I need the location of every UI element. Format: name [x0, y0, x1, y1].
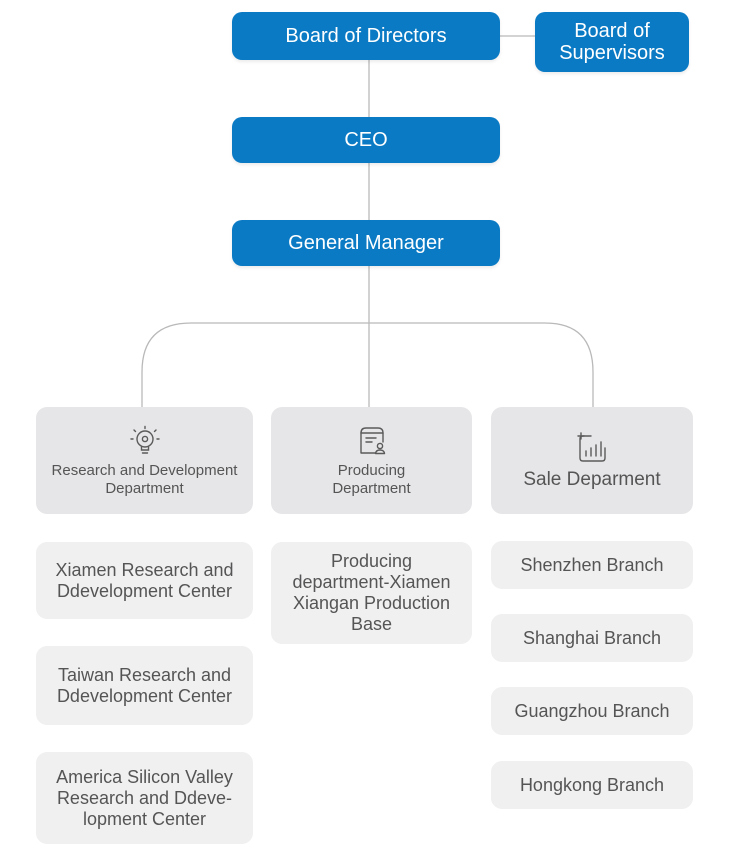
general-manager-box: General Manager — [232, 220, 500, 266]
xiamen-research-center-label: Xiamen Research and Ddevelopment Center — [55, 559, 234, 601]
taiwan-research-center-label: Taiwan Research and Ddevelopment Center — [56, 664, 233, 706]
america-research-center-label: America Silicon Valley Research and Ddev… — [56, 766, 233, 829]
sale-department-label: Sale Deparment — [523, 468, 661, 490]
america-research-center-box: America Silicon Valley Research and Ddev… — [36, 752, 253, 844]
producing-department-box: Producing Department — [271, 407, 472, 514]
board-of-directors-label: Board of Directors — [285, 25, 447, 47]
sales-chart-icon — [577, 431, 606, 462]
shenzhen-branch-box: Shenzhen Branch — [491, 541, 693, 589]
shanghai-branch-label: Shanghai Branch — [522, 627, 662, 648]
board-of-directors-box: Board of Directors — [232, 12, 500, 60]
research-department-label: Research and Development Department — [51, 461, 238, 497]
shanghai-branch-box: Shanghai Branch — [491, 614, 693, 662]
guangzhou-branch-box: Guangzhou Branch — [491, 687, 693, 735]
lightbulb-icon — [129, 425, 160, 454]
research-department-box: Research and Development Department — [36, 407, 253, 514]
board-of-supervisors-label: Board of Supervisors — [559, 20, 665, 64]
sale-department-box: Sale Deparment — [491, 407, 693, 514]
guangzhou-branch-label: Guangzhou Branch — [514, 700, 670, 721]
xiamen-research-center-box: Xiamen Research and Ddevelopment Center — [36, 542, 253, 619]
hongkong-branch-label: Hongkong Branch — [519, 774, 665, 795]
general-manager-label: General Manager — [288, 232, 444, 254]
ceo-box: CEO — [232, 117, 500, 163]
production-icon — [359, 426, 385, 454]
board-of-supervisors-box: Board of Supervisors — [535, 12, 689, 72]
ceo-label: CEO — [344, 129, 388, 151]
hongkong-branch-box: Hongkong Branch — [491, 761, 693, 809]
xiangan-production-base-label: Producing department-Xiamen Xiangan Prod… — [292, 551, 451, 634]
line-branch-arc — [141, 322, 594, 407]
shenzhen-branch-label: Shenzhen Branch — [520, 554, 664, 575]
producing-department-label: Producing Department — [332, 461, 411, 497]
taiwan-research-center-box: Taiwan Research and Ddevelopment Center — [36, 646, 253, 725]
xiangan-production-base-box: Producing department-Xiamen Xiangan Prod… — [271, 542, 472, 644]
